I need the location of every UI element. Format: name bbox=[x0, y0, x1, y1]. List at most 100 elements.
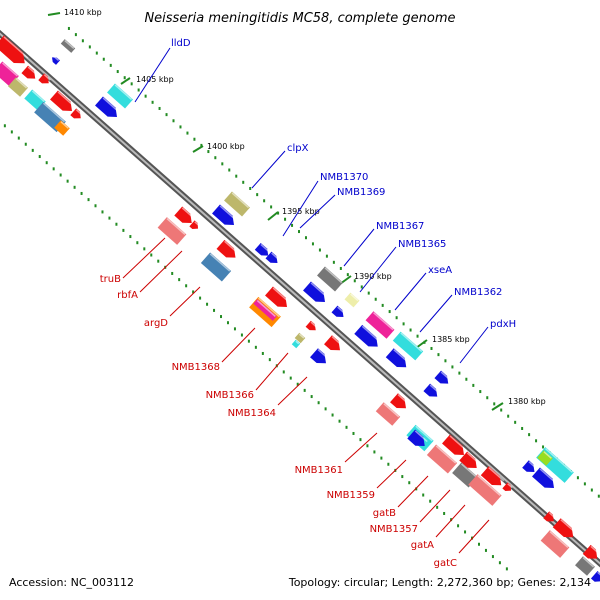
gene-feature[interactable] bbox=[24, 89, 46, 111]
gene-feature[interactable] bbox=[502, 482, 513, 493]
gene-feature[interactable] bbox=[310, 348, 330, 368]
label-lldD[interactable]: lldD bbox=[171, 38, 191, 49]
label-truB[interactable]: truB bbox=[100, 274, 121, 285]
gene-feature[interactable] bbox=[423, 383, 440, 401]
label-gatC[interactable]: gatC bbox=[434, 558, 457, 569]
gene-feature[interactable] bbox=[385, 348, 410, 372]
gene-feature[interactable] bbox=[434, 370, 451, 388]
gene-feature[interactable] bbox=[254, 242, 271, 259]
tick-dot bbox=[129, 235, 132, 239]
tick-dot bbox=[95, 51, 98, 55]
tick-dot bbox=[436, 505, 439, 509]
label-rbfA[interactable]: rbfA bbox=[117, 290, 138, 301]
gene-feature[interactable] bbox=[459, 451, 480, 473]
gene-feature[interactable] bbox=[174, 206, 195, 228]
gene-feature[interactable] bbox=[540, 530, 570, 558]
tick-dot bbox=[240, 333, 243, 337]
gene-feature[interactable] bbox=[38, 73, 51, 86]
label-NMB1361[interactable]: NMB1361 bbox=[295, 465, 343, 476]
gene-feature[interactable] bbox=[216, 239, 240, 262]
tick-dot bbox=[31, 148, 34, 152]
label-NMB1357[interactable]: NMB1357 bbox=[370, 524, 418, 535]
gene-feature[interactable] bbox=[468, 474, 502, 506]
gene-feature[interactable] bbox=[390, 393, 410, 413]
gene-feature[interactable] bbox=[60, 39, 76, 53]
tick-dot bbox=[444, 359, 447, 363]
tick-dot bbox=[144, 94, 147, 98]
label-pdxH[interactable]: pdxH bbox=[490, 319, 516, 330]
gene-feature[interactable] bbox=[324, 335, 344, 355]
tick-dot bbox=[254, 345, 257, 349]
gene-feature[interactable] bbox=[552, 518, 577, 542]
label-NMB1364[interactable]: NMB1364 bbox=[228, 408, 276, 419]
tick-dot bbox=[338, 419, 341, 423]
gene-feature[interactable] bbox=[407, 429, 428, 451]
gene-feature[interactable] bbox=[294, 332, 306, 344]
tick-dot bbox=[123, 76, 126, 80]
gene-feature[interactable] bbox=[8, 77, 28, 97]
tick-dot bbox=[186, 131, 189, 135]
label-NMB1359[interactable]: NMB1359 bbox=[327, 490, 375, 501]
gene-feature[interactable] bbox=[157, 217, 187, 245]
tick-dot bbox=[345, 425, 348, 429]
gene-feature[interactable] bbox=[305, 320, 319, 334]
gene-feature[interactable] bbox=[189, 220, 200, 231]
tick-dot bbox=[542, 445, 545, 449]
tick-dot bbox=[151, 100, 154, 104]
gene-feature[interactable] bbox=[253, 299, 277, 321]
gene-feature[interactable] bbox=[590, 570, 600, 585]
label-NMB1362[interactable]: NMB1362 bbox=[454, 287, 502, 298]
reverse-gene-labels: truB rbfA argD NMB1368 NMB1366 NMB1364 N… bbox=[100, 237, 490, 569]
tick-dot bbox=[192, 290, 195, 294]
gene-feature[interactable] bbox=[344, 292, 360, 308]
tick-dot bbox=[535, 439, 538, 443]
gene-feature[interactable] bbox=[291, 339, 301, 349]
gene-feature[interactable] bbox=[107, 83, 133, 109]
tick-dot bbox=[165, 113, 168, 117]
gene-feature[interactable] bbox=[442, 434, 468, 460]
gene-feature[interactable] bbox=[0, 61, 19, 87]
label-gatA[interactable]: gatA bbox=[411, 540, 434, 551]
gene-feature[interactable] bbox=[582, 544, 600, 563]
tick-dot bbox=[233, 327, 236, 331]
gene-feature[interactable] bbox=[543, 511, 556, 524]
gene-feature[interactable] bbox=[70, 108, 83, 121]
label-NMB1370[interactable]: NMB1370 bbox=[320, 172, 368, 183]
label-gatB[interactable]: gatB bbox=[373, 508, 396, 519]
gene-feature[interactable] bbox=[392, 331, 424, 361]
tick-dot bbox=[206, 302, 209, 306]
gene-feature[interactable] bbox=[54, 120, 70, 136]
label-NMB1367[interactable]: NMB1367 bbox=[376, 221, 424, 232]
label-NMB1368[interactable]: NMB1368 bbox=[172, 362, 220, 373]
tick-dot bbox=[66, 179, 69, 183]
gene-feature[interactable] bbox=[50, 90, 76, 116]
gene-feature[interactable] bbox=[575, 556, 595, 576]
gene-feature[interactable] bbox=[265, 251, 281, 267]
gene-feature[interactable] bbox=[375, 402, 401, 426]
gene-feature[interactable] bbox=[212, 204, 238, 230]
gene-feature[interactable] bbox=[426, 444, 458, 474]
gene-feature[interactable] bbox=[303, 281, 329, 307]
label-NMB1369[interactable]: NMB1369 bbox=[337, 187, 385, 198]
label-argD[interactable]: argD bbox=[144, 318, 168, 329]
gene-feature[interactable] bbox=[265, 286, 291, 312]
gene-feature[interactable] bbox=[532, 467, 558, 493]
gene-feature[interactable] bbox=[224, 191, 250, 217]
gene-feature[interactable] bbox=[537, 450, 553, 466]
gene-feature[interactable] bbox=[50, 55, 60, 65]
gene-feature[interactable] bbox=[522, 460, 538, 475]
label-NMB1365[interactable]: NMB1365 bbox=[398, 239, 446, 250]
gene-feature[interactable] bbox=[21, 65, 38, 83]
label-clpX[interactable]: clpX bbox=[287, 143, 309, 154]
gene-feature[interactable] bbox=[354, 324, 381, 351]
label-xseA[interactable]: xseA bbox=[428, 265, 452, 276]
gene-feature[interactable] bbox=[200, 252, 232, 282]
gene-feature[interactable] bbox=[0, 35, 29, 69]
tick-dot bbox=[381, 303, 384, 307]
gene-feature[interactable] bbox=[480, 466, 505, 490]
gene-feature[interactable] bbox=[95, 96, 121, 122]
gene-feature[interactable] bbox=[331, 305, 347, 321]
gene-feature[interactable] bbox=[365, 311, 395, 339]
label-NMB1366[interactable]: NMB1366 bbox=[206, 390, 254, 401]
gene-feature[interactable] bbox=[317, 266, 343, 292]
